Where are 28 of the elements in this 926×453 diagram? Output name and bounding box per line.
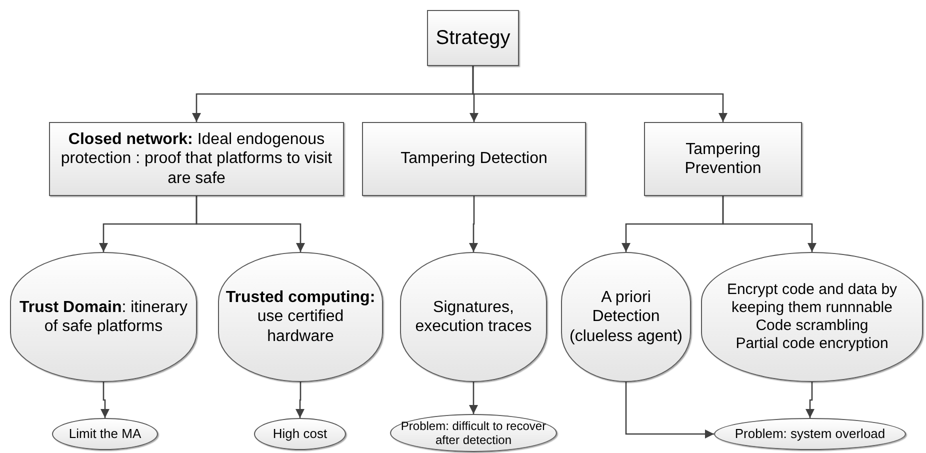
- connector-arrow: [722, 196, 816, 252]
- node-text: Limit the MA: [68, 426, 142, 442]
- node-text: Code scrambling: [756, 317, 868, 335]
- node-text: Trusted computing: use certified hardware: [224, 288, 376, 346]
- node-text: Tampering Prevention: [684, 140, 762, 178]
- process-box: [427, 10, 519, 66]
- node-text: Problem: difficult to recover after detection: [400, 418, 548, 448]
- connector-arrow: [625, 382, 714, 438]
- process-box: [362, 122, 586, 196]
- connector-arrow: [472, 66, 728, 122]
- connector-arrow: [469, 382, 478, 414]
- node-text: Strategy: [436, 26, 510, 50]
- node-text: Problem: system overload: [734, 426, 886, 442]
- node-text: Trust Domain: itinerary of safe platforms: [18, 298, 189, 336]
- connector-arrow: [196, 196, 305, 252]
- process-box: [49, 122, 344, 196]
- node-text: Encrypt code and data by keeping them runnnable: [726, 281, 898, 317]
- node-text: High cost: [272, 426, 328, 442]
- node-text: Tampering Detection: [400, 149, 548, 169]
- connector-arrow: [469, 196, 478, 252]
- connector-arrow: [806, 382, 814, 418]
- node-text: A priori Detection (clueless agent): [568, 288, 684, 346]
- node-text: Signatures, execution traces: [414, 298, 533, 336]
- node-text: Partial code encryption: [736, 335, 888, 353]
- connector-arrow: [100, 382, 110, 418]
- process-box: [644, 122, 802, 196]
- node-text: Closed network: Ideal endogenous protection : proof that platforms to visit are safe: [60, 130, 334, 188]
- connector-arrow: [296, 382, 304, 418]
